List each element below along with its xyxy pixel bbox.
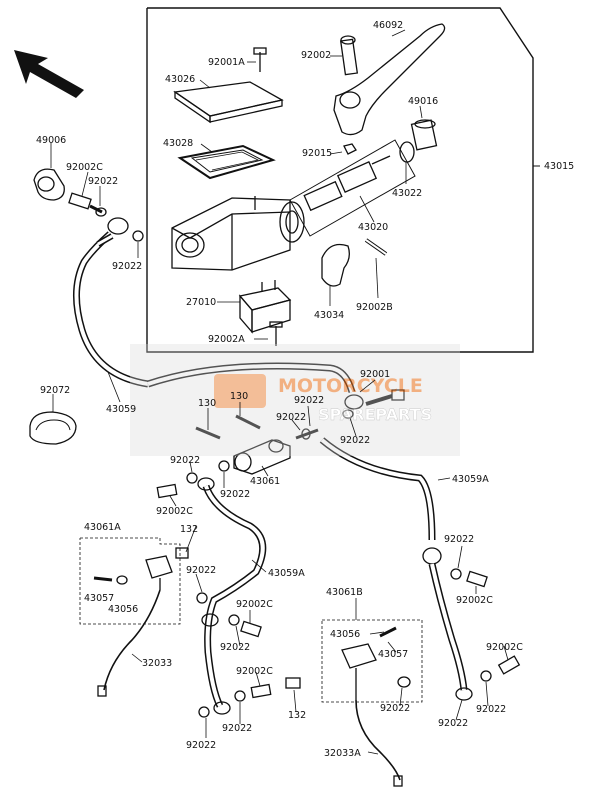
label-43015: 43015	[544, 161, 574, 172]
label-43028: 43028	[163, 138, 193, 149]
label-92022-15: 92022	[380, 703, 410, 714]
master-cylinder-parts	[171, 23, 446, 346]
label-92001a-top: 92001A	[208, 57, 245, 68]
label-92002b: 92002B	[356, 302, 393, 313]
label-92002c-6: 92002C	[486, 642, 523, 653]
label-43059a-1: 43059A	[452, 474, 489, 485]
label-92022-3: 92022	[294, 395, 324, 406]
label-92022-5: 92022	[340, 435, 370, 446]
part-labels: 43015 46092 92001A 43026 92002 49016 430…	[36, 20, 574, 759]
leader-lines	[50, 29, 509, 755]
label-92022-8: 92022	[186, 565, 216, 576]
label-32033: 32033	[142, 658, 172, 669]
label-43020: 43020	[358, 222, 388, 233]
label-49006: 49006	[36, 135, 66, 146]
label-27010: 27010	[186, 297, 216, 308]
label-92022-6: 92022	[170, 455, 200, 466]
label-43022-top: 43022	[392, 188, 422, 199]
label-43034: 43034	[314, 310, 344, 321]
hose-and-fittings	[29, 168, 521, 787]
label-132-a: 132	[180, 524, 198, 535]
label-92002c-4: 92002C	[236, 599, 273, 610]
label-92022-14: 92022	[186, 740, 216, 751]
direction-arrow-icon	[14, 50, 84, 98]
label-43056-b: 43056	[330, 629, 360, 640]
label-43059a-2: 43059A	[268, 568, 305, 579]
label-92002c-3: 92002C	[456, 595, 493, 606]
assembly-box-43015	[146, 7, 534, 353]
label-92022-11: 92022	[476, 704, 506, 715]
watermark: MOTORCYCLE SPAREPARTS	[130, 344, 460, 456]
label-132-b: 132	[288, 710, 306, 721]
label-92022-1: 92022	[88, 176, 118, 187]
assembly-box-43061b	[321, 619, 423, 703]
label-92002a-2: 92002A	[208, 334, 245, 345]
label-130-a: 130	[198, 398, 216, 409]
label-92002c-5: 92002C	[236, 666, 273, 677]
label-43061a: 43061A	[84, 522, 121, 533]
label-92002c-2: 92002C	[156, 506, 193, 517]
label-92002c-1: 92002C	[66, 162, 103, 173]
watermark-line1: MOTORCYCLE	[278, 375, 423, 397]
label-130-b: 130	[230, 391, 248, 402]
label-46092: 46092	[373, 20, 403, 31]
assembly-box-43061a	[79, 537, 181, 625]
label-92022-4: 92022	[276, 412, 306, 423]
watermark-line2: SPAREPARTS	[318, 405, 432, 424]
label-92002-top: 92002	[301, 50, 331, 61]
label-92022-12: 92022	[438, 718, 468, 729]
label-92001: 92001	[360, 369, 390, 380]
label-43056-a: 43056	[108, 604, 138, 615]
label-49016: 49016	[408, 96, 438, 107]
label-43061: 43061	[250, 476, 280, 487]
label-92022-9: 92022	[444, 534, 474, 545]
label-43057-b: 43057	[378, 649, 408, 660]
label-32033a: 32033A	[324, 748, 361, 759]
label-92022-2: 92022	[112, 261, 142, 272]
label-92022-7: 92022	[220, 489, 250, 500]
label-43061b: 43061B	[326, 587, 363, 598]
label-43057-a: 43057	[84, 593, 114, 604]
label-92072: 92072	[40, 385, 70, 396]
label-92022-10: 92022	[220, 642, 250, 653]
label-43026: 43026	[165, 74, 195, 85]
label-92015: 92015	[302, 148, 332, 159]
label-92022-13: 92022	[222, 723, 252, 734]
label-43059: 43059	[106, 404, 136, 415]
